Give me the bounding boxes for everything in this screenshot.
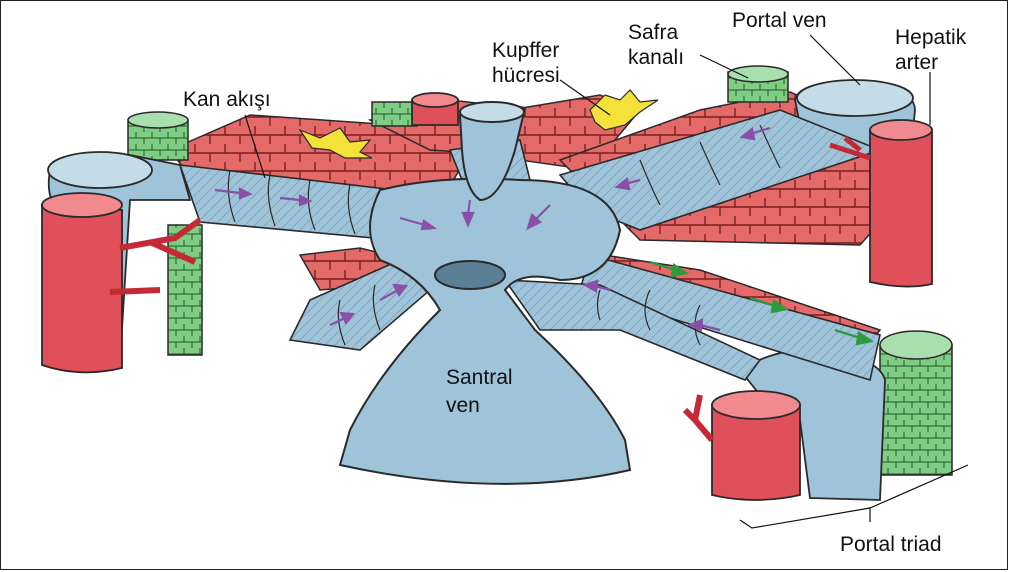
label-portal-vein: Portal ven bbox=[732, 8, 827, 33]
label-bile-line1: Safra bbox=[628, 20, 678, 45]
label-portal-triad: Portal triad bbox=[840, 532, 942, 557]
label-kupffer-line1: Kupffer bbox=[492, 38, 559, 63]
label-hepatic-line1: Hepatik bbox=[895, 25, 966, 50]
label-central-line2: ven bbox=[446, 393, 480, 418]
label-kupffer-line2: hücresi bbox=[492, 63, 560, 88]
label-bile-line2: kanalı bbox=[628, 45, 684, 70]
label-central-line1: Santral bbox=[446, 365, 513, 390]
label-hepatic-line2: arter bbox=[895, 50, 938, 75]
label-blood-flow: Kan akışı bbox=[183, 87, 271, 112]
